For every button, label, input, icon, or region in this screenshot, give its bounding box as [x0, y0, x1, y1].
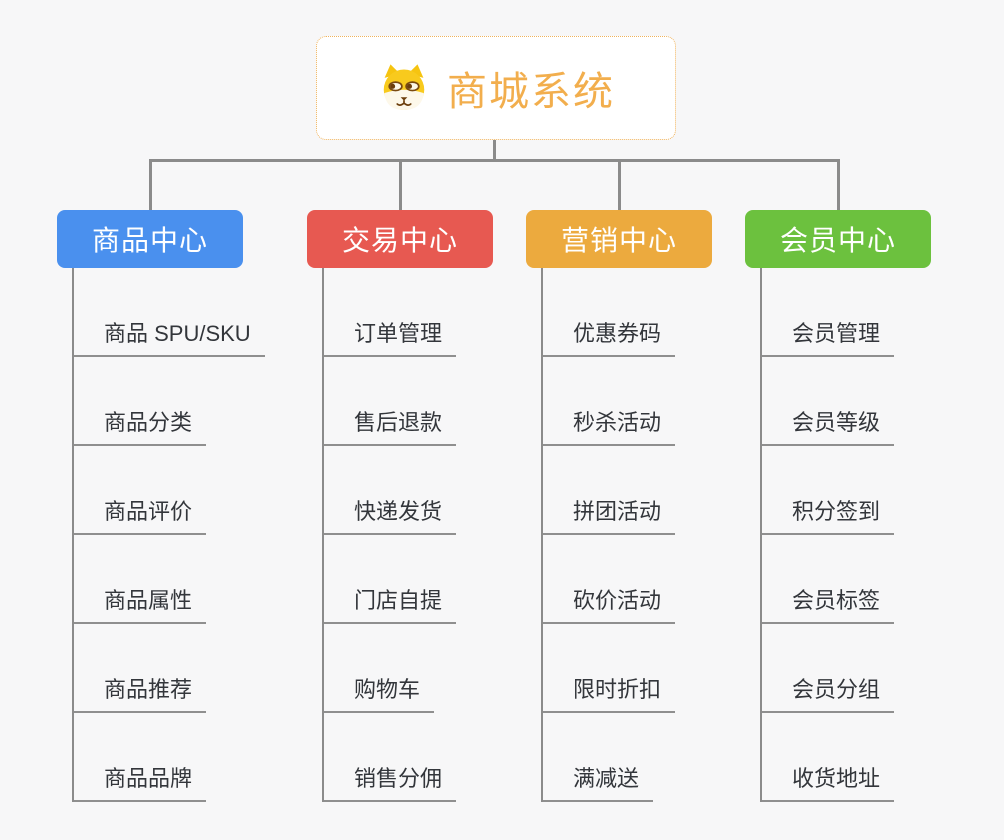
child-label[interactable]: 商品评价 [74, 494, 207, 535]
child-label[interactable]: 商品属性 [74, 583, 207, 624]
child-label[interactable]: 商品 SPU/SKU [74, 316, 265, 357]
child-node[interactable]: 会员分组 [762, 624, 895, 713]
child-label[interactable]: 砍价活动 [543, 583, 676, 624]
child-list-member: 会员管理 会员等级 积分签到 会员标签 会员分组 收货地址 [760, 268, 895, 802]
child-label[interactable]: 订单管理 [324, 316, 457, 357]
connector-branch-2-stem [399, 159, 402, 210]
child-node[interactable]: 商品 SPU/SKU [74, 268, 265, 357]
child-node[interactable]: 拼团活动 [543, 446, 676, 535]
connector-root-stem [493, 140, 496, 160]
child-label[interactable]: 购物车 [324, 672, 435, 713]
branch-node-member-center[interactable]: 会员中心 [745, 210, 931, 268]
root-title: 商城系统 [447, 70, 615, 114]
child-node[interactable]: 商品属性 [74, 535, 265, 624]
connector-branch-1-stem [149, 159, 152, 210]
child-label[interactable]: 积分签到 [762, 494, 895, 535]
child-label[interactable]: 会员管理 [762, 316, 895, 357]
child-list-product: 商品 SPU/SKU 商品分类 商品评价 商品属性 商品推荐 商品品牌 [72, 268, 265, 802]
child-node[interactable]: 砍价活动 [543, 535, 676, 624]
child-label[interactable]: 会员等级 [762, 405, 895, 446]
child-node[interactable]: 积分签到 [762, 446, 895, 535]
child-node[interactable]: 秒杀活动 [543, 357, 676, 446]
child-node[interactable]: 购物车 [324, 624, 456, 713]
child-node[interactable]: 会员等级 [762, 357, 895, 446]
child-node[interactable]: 会员管理 [762, 268, 895, 357]
child-node[interactable]: 优惠券码 [543, 268, 676, 357]
child-node[interactable]: 售后退款 [324, 357, 457, 446]
child-label[interactable]: 优惠券码 [543, 316, 676, 357]
child-label[interactable]: 快递发货 [324, 494, 457, 535]
child-node[interactable]: 订单管理 [324, 268, 457, 357]
child-node[interactable]: 商品评价 [74, 446, 265, 535]
child-node[interactable]: 会员标签 [762, 535, 895, 624]
child-label[interactable]: 销售分佣 [324, 761, 457, 802]
child-label[interactable]: 商品推荐 [74, 672, 207, 713]
child-list-marketing: 优惠券码 秒杀活动 拼团活动 砍价活动 限时折扣 满减送 [541, 268, 676, 802]
child-label[interactable]: 收货地址 [762, 761, 895, 802]
child-node[interactable]: 收货地址 [762, 713, 895, 802]
child-label[interactable]: 商品品牌 [74, 761, 207, 802]
branch-label: 商品中心 [91, 225, 208, 256]
child-label[interactable]: 售后退款 [324, 405, 457, 446]
child-list-trade: 订单管理 售后退款 快递发货 门店自提 购物车 销售分佣 [322, 268, 457, 802]
child-label[interactable]: 会员分组 [762, 672, 895, 713]
child-label[interactable]: 秒杀活动 [543, 405, 676, 446]
child-node[interactable]: 商品品牌 [74, 713, 265, 802]
branch-node-trade-center[interactable]: 交易中心 [307, 210, 493, 268]
connector-branch-3-stem [618, 159, 621, 210]
root-node-mall-system[interactable]: 商城系统 [316, 36, 676, 140]
child-node[interactable]: 商品分类 [74, 357, 265, 446]
branch-node-marketing-center[interactable]: 营销中心 [526, 210, 712, 268]
child-node[interactable]: 快递发货 [324, 446, 457, 535]
branch-label: 会员中心 [779, 225, 896, 256]
child-node[interactable]: 满减送 [543, 713, 675, 802]
child-label[interactable]: 商品分类 [74, 405, 207, 446]
branch-label: 营销中心 [560, 225, 677, 256]
connector-branch-4-stem [837, 159, 840, 210]
branch-node-product-center[interactable]: 商品中心 [57, 210, 243, 268]
child-label[interactable]: 满减送 [543, 761, 654, 802]
child-node[interactable]: 门店自提 [324, 535, 457, 624]
child-label[interactable]: 限时折扣 [543, 672, 676, 713]
connector-horizontal [149, 159, 839, 162]
child-label[interactable]: 会员标签 [762, 583, 895, 624]
child-label[interactable]: 门店自提 [324, 583, 457, 624]
branch-label: 交易中心 [341, 225, 458, 256]
child-node[interactable]: 销售分佣 [324, 713, 457, 802]
child-node[interactable]: 商品推荐 [74, 624, 265, 713]
child-label[interactable]: 拼团活动 [543, 494, 676, 535]
dog-face-icon [377, 61, 431, 115]
child-node[interactable]: 限时折扣 [543, 624, 676, 713]
